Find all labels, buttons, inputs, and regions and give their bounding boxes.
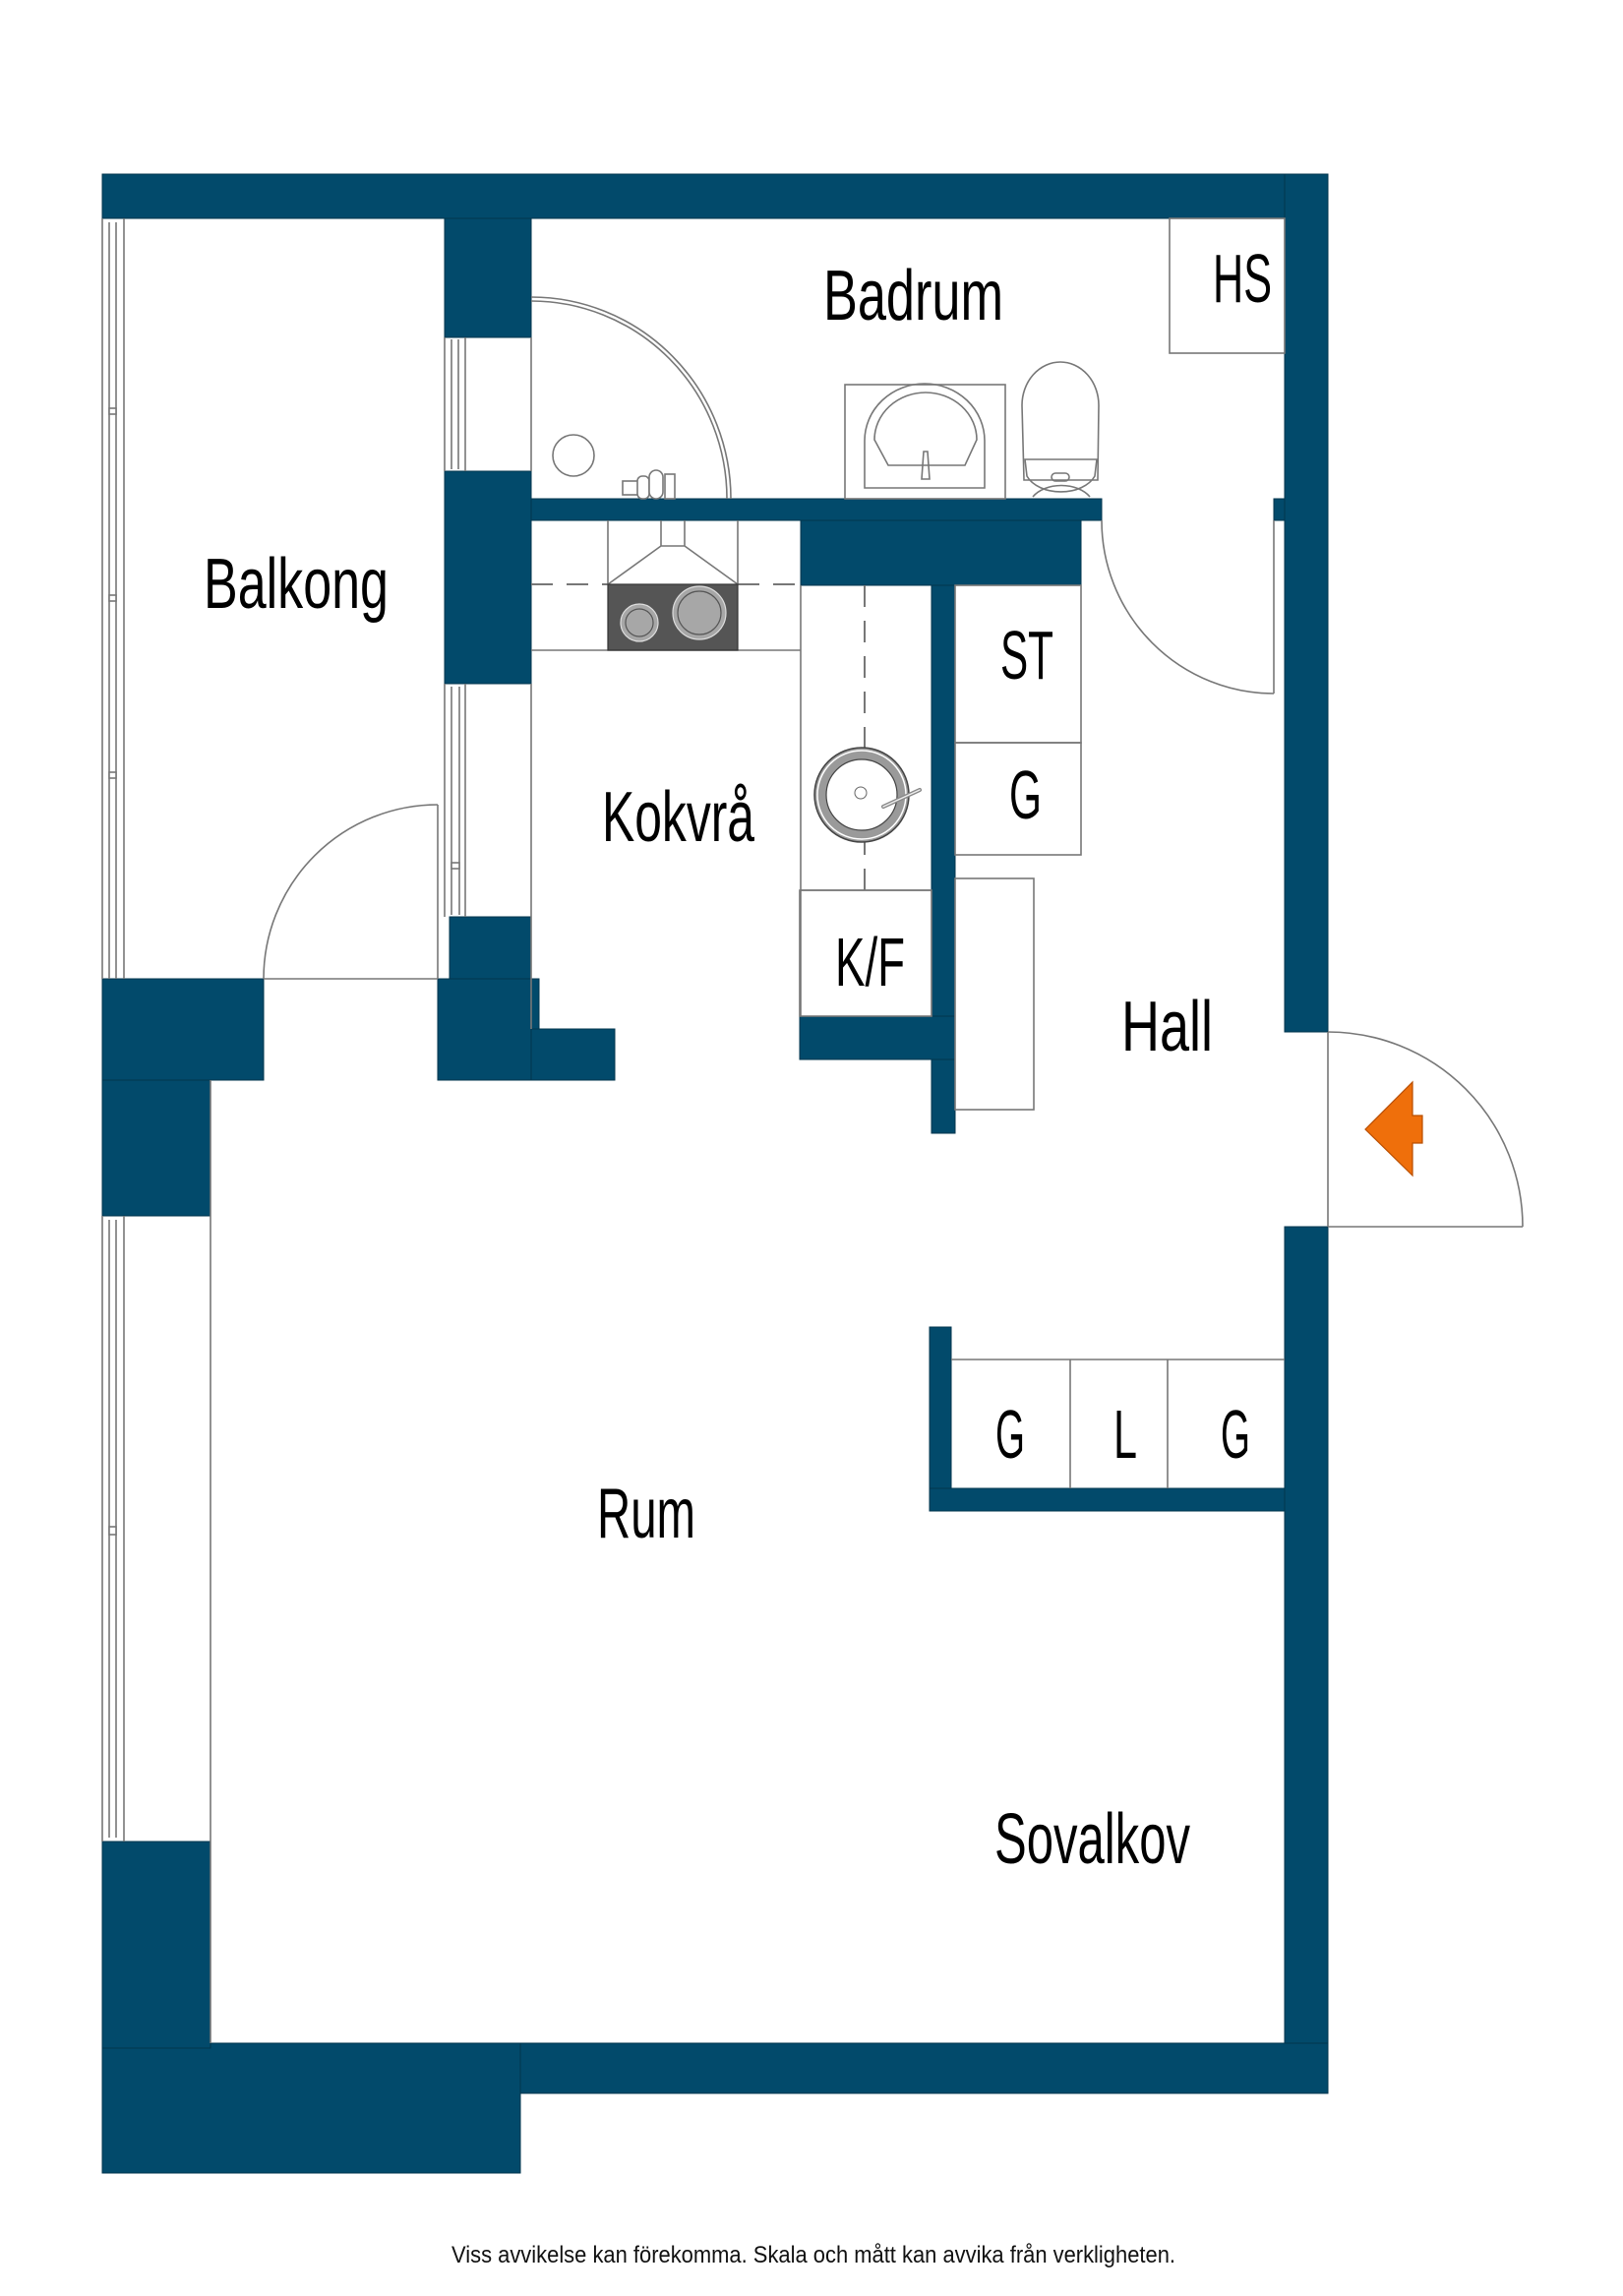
walls [101,173,1329,2174]
hall-storage [951,584,1285,1488]
kitchen-fixtures [531,520,932,1017]
room-label-kokvra: Kokvrå [602,778,755,857]
room-label-balkong: Balkong [204,545,389,624]
label-hs: HS [1213,240,1272,317]
entrance-arrow-icon [1364,1080,1423,1178]
hall-wardrobe [954,877,1035,1111]
stove-icon [607,583,739,651]
range-hood-icon [607,520,739,585]
label-g-kitchen: G [1009,756,1042,833]
room-label-hall: Hall [1121,988,1213,1066]
kitchen-sink-icon [813,747,922,843]
room-label-sovalkov: Sovalkov [994,1800,1190,1879]
fridge-freezer [799,889,932,1017]
label-closet-2: L [1113,1396,1137,1473]
footer-disclaimer: Viss avvikelse kan förekomma. Skala och … [451,2242,1175,2268]
room-labels: Badrum Balkong Kokvrå Hall Rum Sovalkov [204,257,1213,1879]
label-closet-1: G [995,1396,1025,1473]
entrance-door[interactable] [1327,1031,1524,1228]
washbasin-icon [844,383,1006,500]
g-cabinet-upper [954,742,1082,856]
hs-cabinet [1169,217,1286,354]
shower-mixer-icon [622,469,676,500]
room-label-badrum: Badrum [823,257,1003,335]
label-st: ST [1000,617,1053,694]
toilet-icon [1021,361,1100,498]
windows [101,218,532,2043]
room-label-rum: Rum [597,1475,695,1553]
fixture-labels: HS ST G K/F G L G [835,240,1272,1473]
bathroom-fixtures [552,217,1286,500]
doors [263,296,1275,980]
label-closet-3: G [1221,1396,1250,1473]
label-kf: K/F [835,924,905,1000]
shower-drain-icon [552,434,595,477]
